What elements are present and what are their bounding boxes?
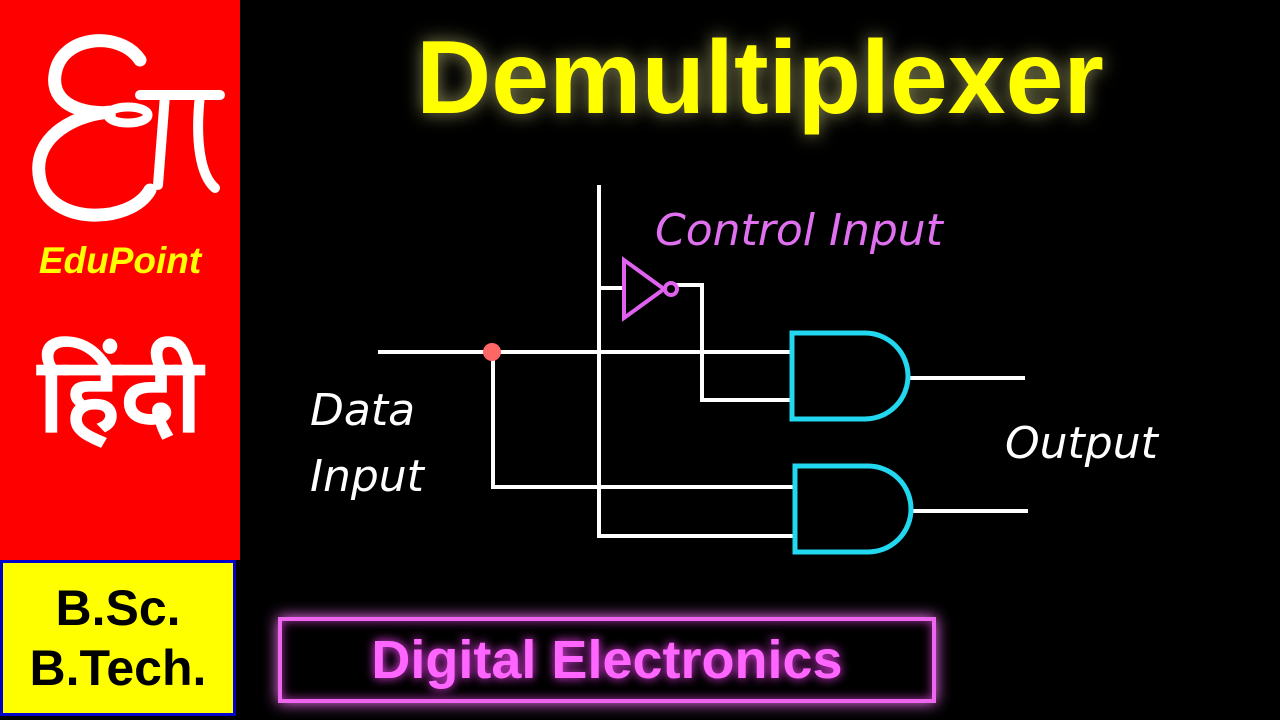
control-input-wire — [597, 185, 795, 538]
edupoint-logo-icon — [32, 34, 225, 222]
page-title: Demultiplexer — [416, 20, 1104, 136]
subject-text: Digital Electronics — [371, 630, 843, 690]
brand-name: EduPoint — [38, 240, 202, 281]
course-line-btech: B.Tech. — [29, 640, 207, 696]
control-input-label: Control Input — [655, 205, 943, 256]
and-gate-lower — [792, 463, 914, 555]
language-label: हिंदी — [37, 334, 203, 456]
and-gate-upper — [789, 330, 911, 422]
data-branch-wire — [491, 350, 795, 489]
course-line-bsc: B.Sc. — [55, 580, 181, 636]
output-label: Output — [1005, 418, 1158, 469]
data-input-label-line1: Data — [310, 385, 416, 436]
not-gate — [622, 256, 679, 322]
junction-dot — [483, 343, 501, 361]
course-badge: B.Sc. B.Tech. — [0, 560, 236, 716]
brand-sidebar: EduPoint हिंदी — [0, 0, 240, 560]
data-input-label: Data Input — [310, 378, 424, 510]
data-input-label-line2: Input — [310, 451, 424, 502]
not-output-wire — [676, 283, 792, 402]
subject-banner: Digital Electronics — [278, 617, 936, 703]
